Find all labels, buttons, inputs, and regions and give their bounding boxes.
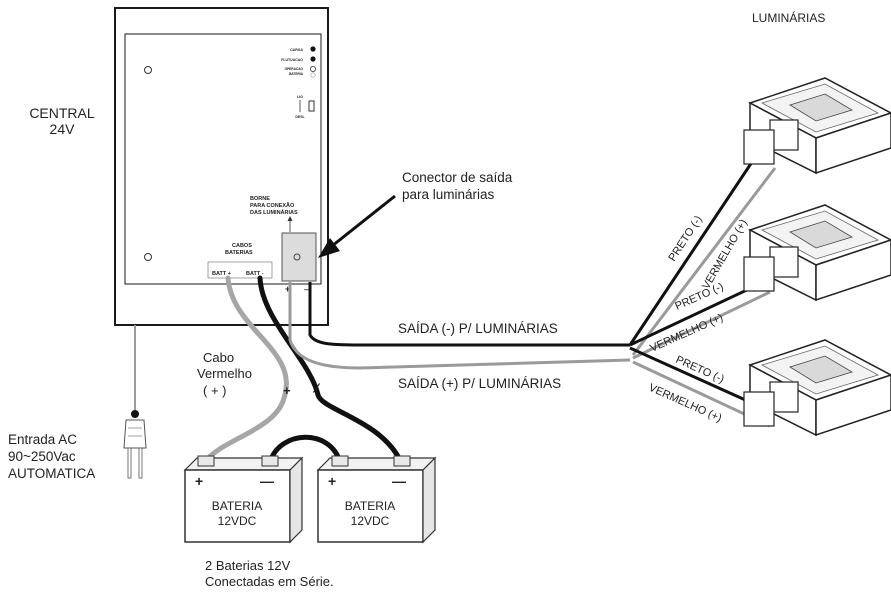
wire-plus-sign: + (283, 383, 291, 398)
batt-pos-label: BATT + (212, 271, 231, 277)
output-connector (281, 232, 317, 282)
battery-terminal-icon (331, 455, 349, 467)
battery-2: + — BATERIA 12VDC (316, 455, 437, 544)
led-array-icon (789, 93, 853, 122)
battery-2-pos: + (328, 473, 336, 489)
mount-hole-icon (144, 253, 152, 261)
led-array-icon (789, 220, 853, 249)
black-battery-wire (257, 275, 403, 463)
battery-terminal-icon (261, 455, 279, 467)
cabo-vermelho-line3: ( + ) (203, 383, 226, 398)
red-battery-wire (202, 275, 289, 465)
borne-label-1: BORNE (250, 196, 270, 202)
batt-neg-label: BATT - (246, 271, 264, 277)
mount-hole-icon (144, 66, 152, 74)
connector-screw-icon (293, 253, 301, 261)
luminaire-plug-icon (769, 246, 799, 278)
power-switch-icon[interactable] (308, 100, 315, 112)
output-neg-label: SAÍDA (-) P/ LUMINÁRIAS (398, 321, 558, 336)
output-pos-label: SAÍDA (+) P/ LUMINÁRIAS (398, 376, 561, 391)
led-label-flutuacao: FLUTUACAO (281, 58, 303, 62)
cabo-vermelho-line1: Cabo (203, 350, 234, 365)
battery-1: + — BATERIA 12VDC (183, 455, 304, 544)
borne-label-3: DAS LUMINÁRIAS (250, 209, 298, 216)
pointer-arrow-icon (318, 194, 396, 258)
battery-2-neg: — (392, 473, 406, 489)
central-title: CENTRAL (29, 105, 95, 121)
wire-minus-sign: — (308, 380, 324, 396)
cabos-label-2: BATERIAS (225, 250, 253, 256)
luminarias-title: LUMINÁRIAS (752, 10, 825, 25)
batteries-note-line1: 2 Baterias 12V (205, 558, 291, 573)
ac-cord (123, 325, 147, 479)
luminaire-2 (743, 204, 891, 302)
batteries-note-line2: Conectadas em Série. (205, 574, 334, 589)
switch-label-desl: DESL (295, 115, 305, 119)
led-operacao-icon (309, 66, 316, 73)
central-voltage: 24V (50, 121, 76, 137)
battery-2-label: BATERIA (345, 499, 395, 513)
central-unit: CARGA FLUTUACAO OPERACAO BATERIA LIG DES… (114, 7, 329, 326)
connector-note-line1: Conector de saída (402, 170, 513, 185)
led-array-icon (789, 355, 853, 384)
term-plus-label: + (285, 284, 290, 294)
wire-label-preto-1: PRETO (-) (666, 214, 704, 264)
connector-note-line2: para luminárias (402, 187, 495, 202)
battery-terminal-icon (393, 455, 411, 467)
battery-1-pos: + (195, 473, 203, 489)
battery-terminal-icon (197, 455, 215, 467)
switch-label-lig: LIG (297, 95, 303, 99)
battery-1-neg: — (260, 473, 274, 489)
ac-input-line3: AUTOMATICA (8, 466, 95, 481)
battery-1-voltage: 12VDC (218, 514, 257, 528)
ac-input-line2: 90~250Vac (8, 449, 76, 464)
led-flutuacao-icon (310, 56, 316, 62)
led-label-carga: CARGA (290, 48, 303, 52)
led-label-operacao: OPERACAO (285, 67, 304, 71)
cabos-label-1: CABOS (232, 243, 252, 249)
luminaire-3 (743, 339, 891, 437)
battery-2-voltage: 12VDC (351, 514, 390, 528)
output-pos-wire (288, 282, 631, 370)
luminaire-1 (743, 77, 891, 175)
term-minus-label: — (304, 287, 311, 294)
ac-input-line1: Entrada AC (8, 432, 77, 447)
borne-label-2: PARA CONEXÃO (250, 202, 295, 209)
luminaire-plug-icon (769, 381, 799, 413)
series-jumper-wire (267, 434, 343, 465)
battery-1-label: BATERIA (212, 499, 262, 513)
cabo-vermelho-line2: Vermelho (197, 366, 252, 381)
power-plug-icon (123, 419, 147, 449)
led-label-bateria: BATERIA (289, 72, 304, 76)
led-carga-icon (310, 46, 316, 52)
output-neg-wire (308, 282, 630, 347)
wire-label-vermelho-3: VERMELHO (+) (647, 382, 724, 425)
luminaire-wires (628, 149, 777, 428)
